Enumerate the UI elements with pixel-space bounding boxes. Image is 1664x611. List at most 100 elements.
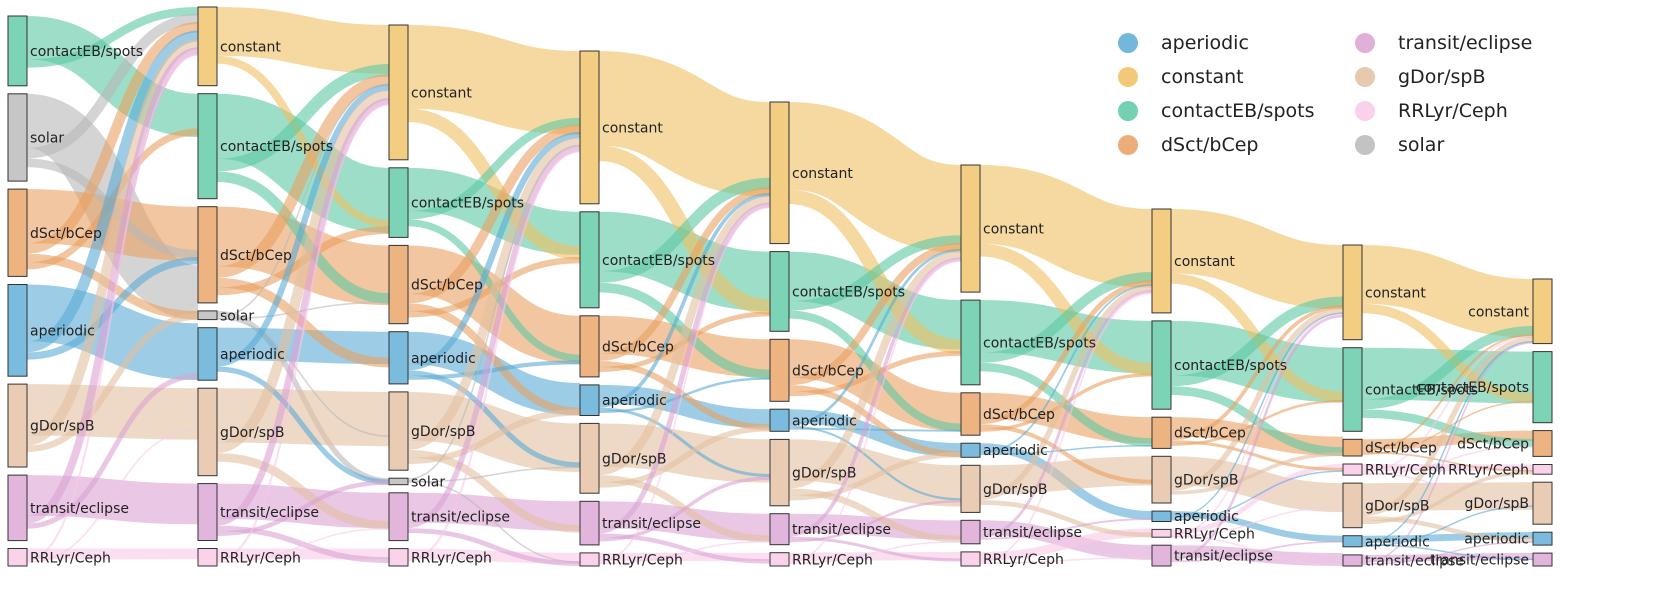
node-bar-gdor-spb[interactable]	[769, 438, 790, 507]
node-bar-dsct-bcep[interactable]	[7, 188, 28, 277]
node-bar-dsct-bcep[interactable]	[197, 206, 218, 304]
node-contacteb-spots[interactable]: contactEB/spots	[1342, 347, 1478, 432]
node-dsct-bcep[interactable]: dSct/bCep	[960, 392, 1055, 436]
node-bar-dsct-bcep[interactable]	[769, 338, 790, 402]
node-dsct-bcep[interactable]: dSct/bCep	[769, 338, 864, 402]
node-constant[interactable]: constant	[769, 101, 853, 245]
node-bar-contacteb-spots[interactable]	[579, 211, 600, 309]
node-bar-dsct-bcep[interactable]	[1342, 438, 1363, 457]
node-aperiodic[interactable]: aperiodic	[1464, 531, 1553, 548]
node-bar-constant[interactable]	[579, 50, 600, 205]
node-constant[interactable]: constant	[388, 24, 472, 161]
node-bar-dsct-bcep[interactable]	[1532, 430, 1553, 457]
node-gdor-spb[interactable]: gDor/spB	[388, 391, 476, 471]
node-transit-eclipse[interactable]: transit/eclipse	[579, 500, 701, 546]
node-bar-contacteb-spots[interactable]	[1532, 351, 1553, 424]
node-bar-solar[interactable]	[388, 477, 409, 486]
node-gdor-spb[interactable]: gDor/spB	[1342, 482, 1430, 529]
node-transit-eclipse[interactable]: transit/eclipse	[769, 513, 891, 546]
node-bar-transit-eclipse[interactable]	[197, 483, 218, 542]
node-bar-gdor-spb[interactable]	[388, 391, 409, 471]
node-contacteb-spots[interactable]: contactEB/spots	[579, 211, 715, 309]
node-bar-rrlyr-ceph[interactable]	[7, 548, 28, 567]
node-aperiodic[interactable]: aperiodic	[579, 384, 667, 416]
node-solar[interactable]: solar	[197, 308, 254, 324]
node-transit-eclipse[interactable]: transit/eclipse	[388, 492, 510, 542]
node-bar-aperiodic[interactable]	[388, 331, 409, 385]
node-bar-contacteb-spots[interactable]	[769, 251, 790, 332]
node-bar-contacteb-spots[interactable]	[1342, 347, 1363, 432]
node-bar-transit-eclipse[interactable]	[1532, 552, 1553, 567]
node-bar-constant[interactable]	[769, 101, 790, 245]
node-bar-rrlyr-ceph[interactable]	[960, 551, 981, 567]
node-rrlyr-ceph[interactable]: RRLyr/Ceph	[1342, 463, 1446, 479]
node-rrlyr-ceph[interactable]: RRLyr/Ceph	[7, 548, 111, 567]
node-bar-constant[interactable]	[388, 24, 409, 161]
node-constant[interactable]: constant	[197, 6, 281, 87]
node-bar-rrlyr-ceph[interactable]	[1151, 528, 1172, 538]
node-transit-eclipse[interactable]: transit/eclipse	[7, 474, 129, 542]
node-aperiodic[interactable]: aperiodic	[388, 331, 476, 385]
node-aperiodic[interactable]: aperiodic	[7, 284, 95, 377]
node-aperiodic[interactable]: aperiodic	[1151, 509, 1239, 525]
node-bar-constant[interactable]	[960, 164, 981, 293]
node-gdor-spb[interactable]: gDor/spB	[7, 383, 95, 468]
node-transit-eclipse[interactable]: transit/eclipse	[1151, 544, 1273, 567]
node-aperiodic[interactable]: aperiodic	[960, 442, 1048, 459]
node-dsct-bcep[interactable]: dSct/bCep	[1457, 430, 1553, 457]
node-bar-constant[interactable]	[1342, 244, 1363, 341]
node-transit-eclipse[interactable]: transit/eclipse	[197, 483, 319, 542]
node-aperiodic[interactable]: aperiodic	[1342, 534, 1430, 550]
node-contacteb-spots[interactable]: contactEB/spots	[197, 93, 333, 200]
node-bar-gdor-spb[interactable]	[1342, 482, 1363, 529]
node-bar-contacteb-spots[interactable]	[1151, 320, 1172, 410]
node-bar-aperiodic[interactable]	[1342, 535, 1363, 548]
node-gdor-spb[interactable]: gDor/spB	[197, 387, 285, 477]
node-bar-contacteb-spots[interactable]	[960, 299, 981, 386]
node-bar-gdor-spb[interactable]	[960, 464, 981, 513]
node-constant[interactable]: constant	[1151, 208, 1235, 314]
node-bar-transit-eclipse[interactable]	[579, 500, 600, 546]
node-bar-transit-eclipse[interactable]	[1151, 544, 1172, 567]
node-bar-rrlyr-ceph[interactable]	[388, 548, 409, 567]
node-dsct-bcep[interactable]: dSct/bCep	[388, 244, 483, 325]
node-bar-contacteb-spots[interactable]	[197, 93, 218, 200]
node-gdor-spb[interactable]: gDor/spB	[960, 464, 1048, 513]
node-bar-transit-eclipse[interactable]	[960, 519, 981, 545]
node-solar[interactable]: solar	[388, 475, 445, 491]
node-transit-eclipse[interactable]: transit/eclipse	[1342, 553, 1464, 569]
node-bar-gdor-spb[interactable]	[197, 387, 218, 477]
node-constant[interactable]: constant	[579, 50, 663, 205]
node-rrlyr-ceph[interactable]: RRLyr/Ceph	[1151, 526, 1255, 542]
node-rrlyr-ceph[interactable]: RRLyr/Ceph	[197, 548, 301, 567]
node-contacteb-spots[interactable]: contactEB/spots	[769, 251, 905, 332]
node-dsct-bcep[interactable]: dSct/bCep	[1342, 438, 1437, 457]
node-aperiodic[interactable]: aperiodic	[769, 408, 857, 432]
node-bar-transit-eclipse[interactable]	[1342, 554, 1363, 567]
node-rrlyr-ceph[interactable]: RRLyr/Ceph	[579, 552, 683, 569]
node-bar-rrlyr-ceph[interactable]	[1342, 463, 1363, 476]
node-bar-rrlyr-ceph[interactable]	[579, 552, 600, 567]
node-bar-aperiodic[interactable]	[1532, 531, 1553, 546]
node-bar-transit-eclipse[interactable]	[388, 492, 409, 542]
node-contacteb-spots[interactable]: contactEB/spots	[7, 15, 143, 87]
node-rrlyr-ceph[interactable]: RRLyr/Ceph	[388, 548, 492, 567]
node-bar-transit-eclipse[interactable]	[7, 474, 28, 542]
node-transit-eclipse[interactable]: transit/eclipse	[960, 519, 1082, 545]
node-gdor-spb[interactable]: gDor/spB	[579, 422, 667, 494]
node-bar-gdor-spb[interactable]	[1151, 455, 1172, 504]
node-bar-constant[interactable]	[1532, 278, 1553, 345]
node-bar-aperiodic[interactable]	[769, 408, 790, 432]
node-bar-gdor-spb[interactable]	[1532, 481, 1553, 525]
node-rrlyr-ceph[interactable]: RRLyr/Ceph	[1448, 462, 1553, 478]
node-contacteb-spots[interactable]: contactEB/spots	[388, 167, 524, 238]
node-transit-eclipse[interactable]: transit/eclipse	[1430, 552, 1553, 569]
node-bar-aperiodic[interactable]	[1151, 510, 1172, 523]
node-bar-rrlyr-ceph[interactable]	[197, 548, 218, 567]
node-gdor-spb[interactable]: gDor/spB	[1465, 481, 1553, 525]
node-constant[interactable]: constant	[1342, 244, 1426, 341]
node-bar-aperiodic[interactable]	[7, 284, 28, 377]
node-bar-contacteb-spots[interactable]	[388, 167, 409, 238]
node-gdor-spb[interactable]: gDor/spB	[1151, 455, 1239, 504]
node-solar[interactable]: solar	[7, 93, 64, 182]
